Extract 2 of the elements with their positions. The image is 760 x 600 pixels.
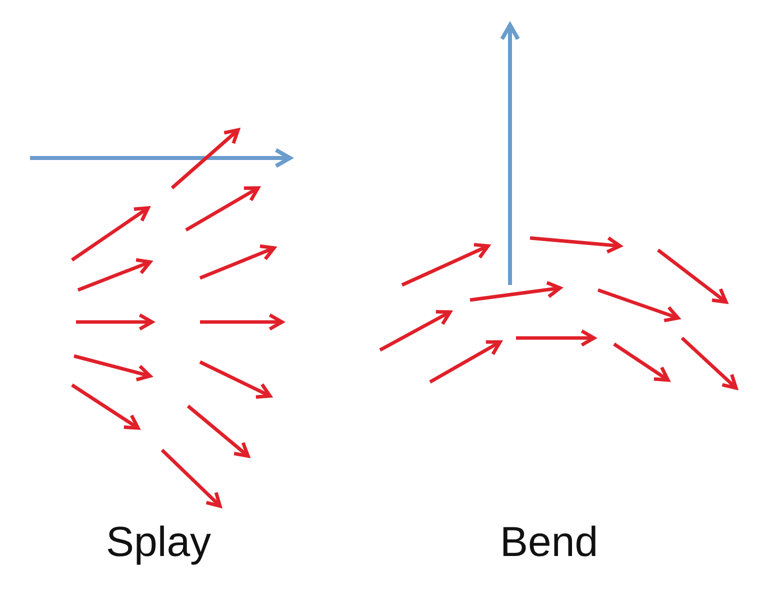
diagram-label: Bend — [500, 518, 598, 566]
diagram-label: Splay — [106, 518, 212, 566]
